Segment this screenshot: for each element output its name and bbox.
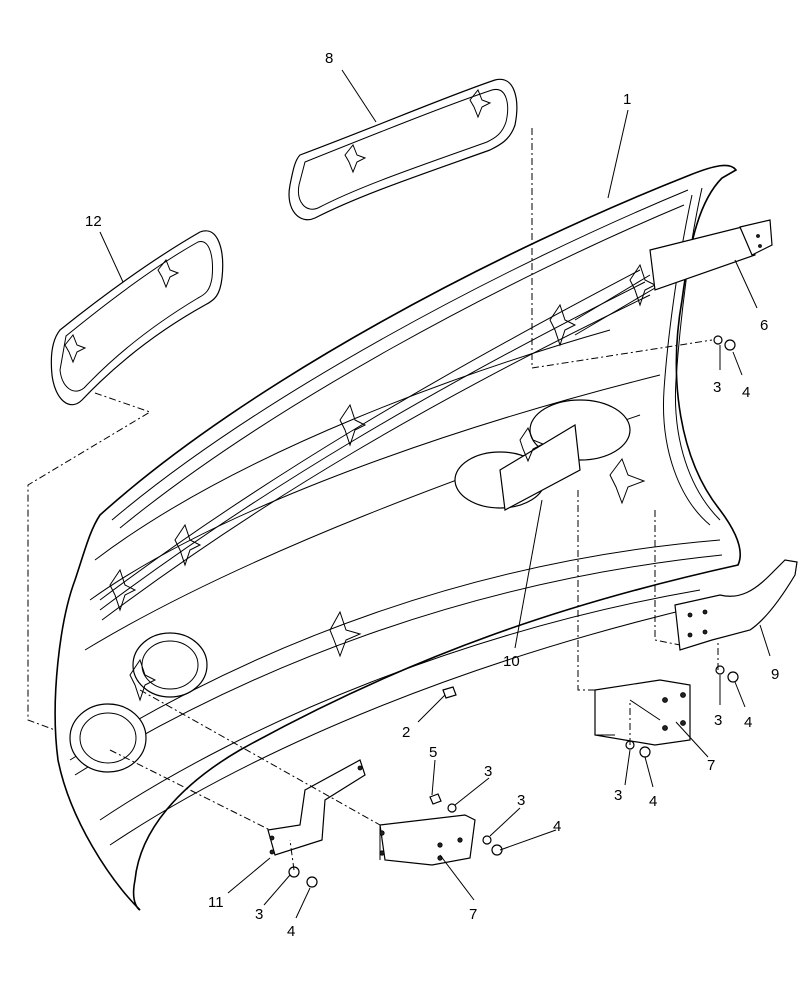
callout-10: 10 [503, 653, 520, 670]
callout-4: 4 [742, 384, 750, 401]
bracket-part-7-lower [379, 814, 476, 866]
bracket-part-10 [454, 399, 631, 511]
lens-part-8 [288, 78, 518, 221]
callout-6: 6 [760, 317, 768, 334]
clip-cluster [109, 263, 657, 702]
callout-8: 8 [325, 50, 333, 67]
callout-11: 11 [208, 894, 224, 911]
callout-7: 7 [707, 757, 715, 774]
callout-12: 12 [85, 213, 102, 230]
fasteners [288, 335, 739, 888]
callout-3: 3 [614, 787, 622, 804]
bracket-part-11 [267, 759, 366, 856]
callouts: 1 8 12 6 3 4 10 9 3 4 7 3 4 2 5 3 3 4 7 … [85, 50, 779, 940]
alignment-lines [27, 128, 719, 871]
callout-5: 5 [429, 744, 437, 761]
callout-4: 4 [553, 818, 561, 835]
leader-lines [99, 69, 771, 919]
bracket-part-7-right [594, 679, 691, 746]
callout-2: 2 [402, 724, 410, 741]
callout-4: 4 [649, 793, 657, 810]
bracket-part-9 [674, 559, 798, 651]
callout-3: 3 [713, 379, 721, 396]
rail [99, 269, 651, 621]
callout-1: 1 [623, 91, 631, 108]
callout-7: 7 [469, 906, 477, 923]
lens-part-12 [50, 230, 224, 406]
callout-3: 3 [255, 906, 263, 923]
bracket-part-6 [574, 219, 773, 336]
callout-4: 4 [744, 714, 752, 731]
callout-9: 9 [771, 666, 779, 683]
headlight-openings-left [69, 632, 208, 773]
callout-3: 3 [714, 712, 722, 729]
callout-3: 3 [484, 763, 492, 780]
callout-4: 4 [287, 923, 295, 940]
callout-3: 3 [517, 792, 525, 809]
